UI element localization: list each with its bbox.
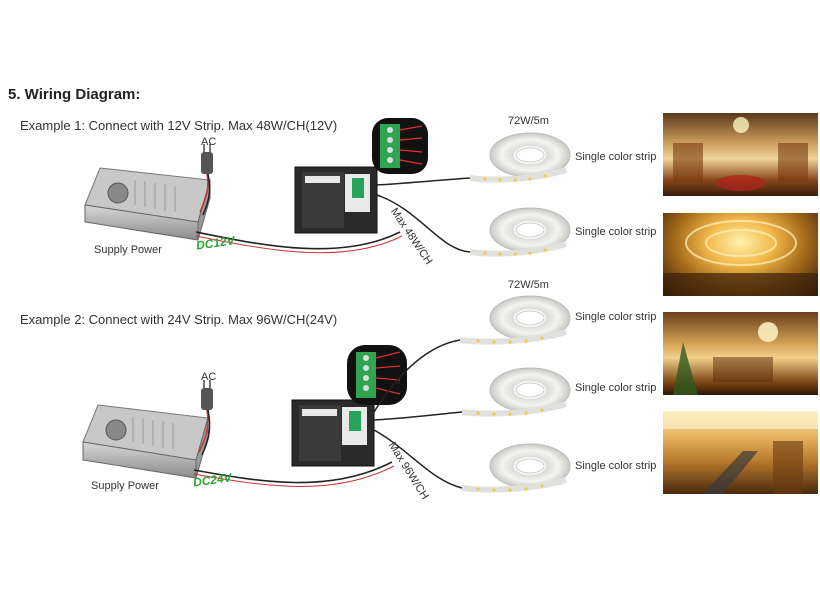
controller-2 (291, 399, 375, 467)
terminal-zoom-2 (347, 345, 407, 405)
ac-label-2: AC (201, 371, 217, 383)
strip-label-1a: Single color strip (575, 151, 657, 163)
supply-power-label-1: Supply Power (94, 244, 162, 256)
strip-label-2a: Single color strip (575, 311, 657, 323)
ac-plug-2 (198, 380, 213, 456)
led-strip-1a (469, 132, 571, 183)
led-strip-2c (461, 443, 571, 493)
section-title: 5. Wiring Diagram: (8, 86, 141, 103)
interior-photo-2 (663, 213, 818, 296)
strip-power-label-2: 72W/5m (508, 279, 549, 291)
controller-1 (294, 166, 378, 234)
led-strip-2b (461, 367, 571, 417)
strip-label-2c: Single color strip (575, 460, 657, 472)
ac-label-1: AC (201, 136, 217, 148)
led-strip-2a (459, 295, 571, 345)
led-strip-1b (469, 207, 571, 257)
strip-label-1b: Single color strip (575, 226, 657, 238)
interior-photo-3 (663, 312, 818, 395)
ac-plug-1 (199, 144, 213, 216)
strip-power-label-1: 72W/5m (508, 115, 549, 127)
interior-photo-1 (663, 113, 818, 196)
example-1-heading: Example 1: Connect with 12V Strip. Max 4… (20, 118, 338, 133)
example-2-heading: Example 2: Connect with 24V Strip. Max 9… (20, 312, 338, 327)
interior-photo-4 (663, 411, 818, 494)
power-supply-1 (84, 167, 211, 241)
strip-label-2b: Single color strip (575, 382, 657, 394)
terminal-zoom-1 (372, 118, 428, 174)
supply-power-label-2: Supply Power (91, 480, 159, 492)
power-supply-2 (82, 404, 209, 479)
